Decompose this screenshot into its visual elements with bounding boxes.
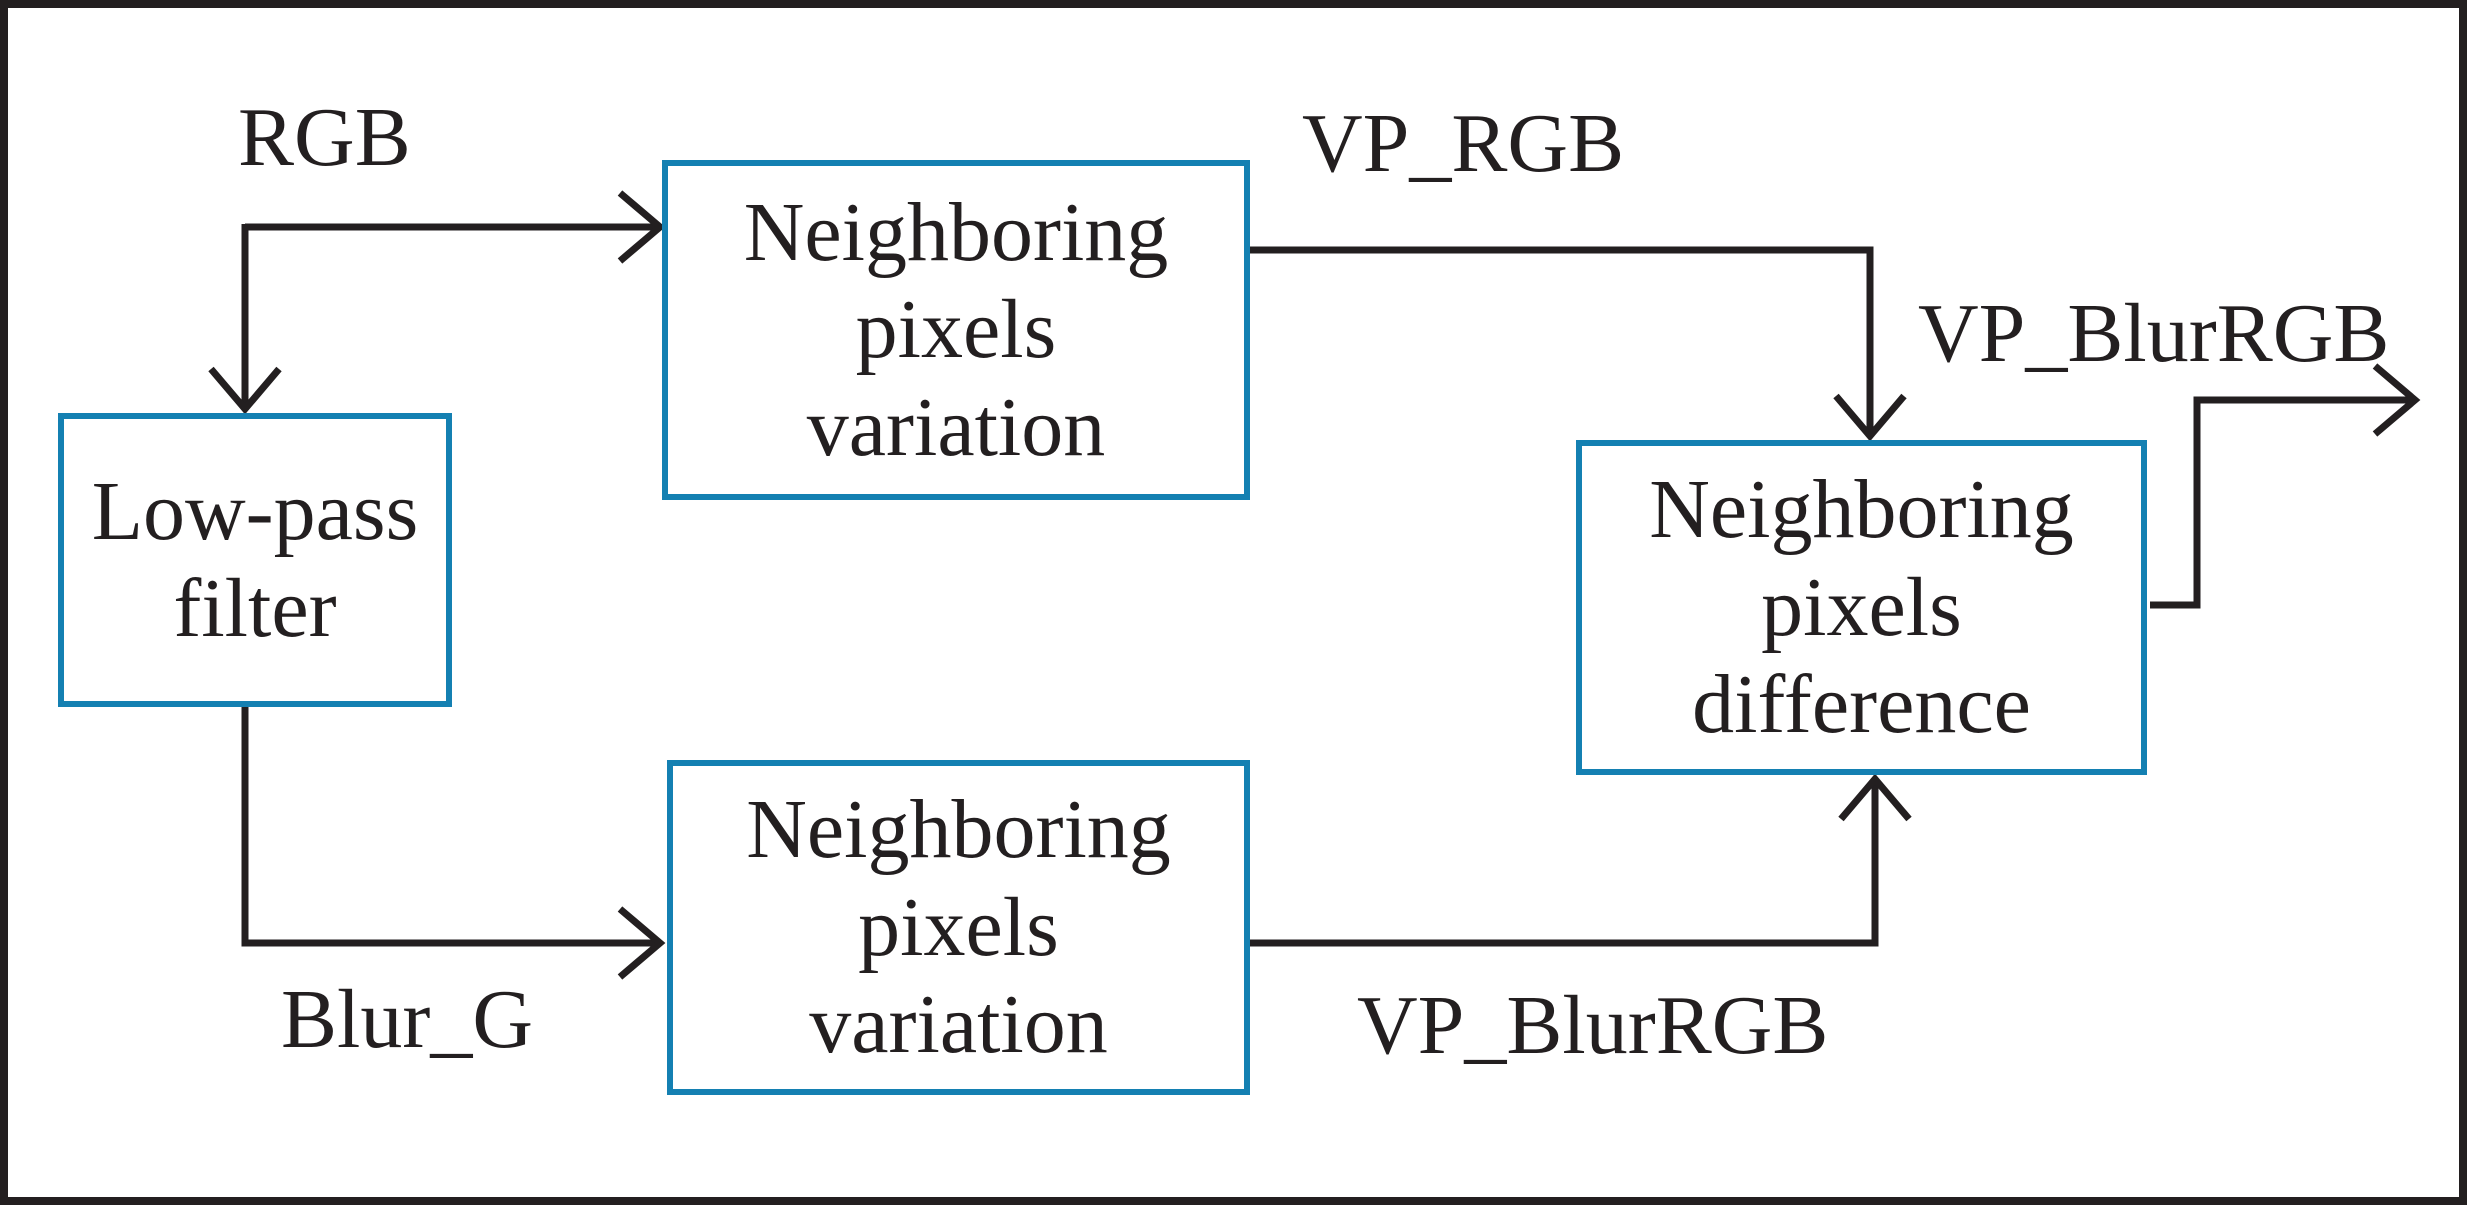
edge-label-vp-blurrgb-output: VP_BlurRGB (1918, 287, 2390, 380)
arrowhead-down-difference-top (1833, 393, 1907, 442)
arrowhead-right-variation-bottom (617, 906, 666, 980)
arrow-variation-top-to-difference (1250, 246, 1874, 432)
arrowhead-up-difference-bottom (1838, 773, 1912, 822)
edge-label-vp-rgb: VP_RGB (1302, 97, 1625, 190)
edge-label-vp-blurrgb-bottom: VP_BlurRGB (1357, 979, 1829, 1072)
node-low-pass-filter: Low-pass filter (58, 413, 452, 707)
node-neighboring-pixels-difference-label: Neighboring pixels difference (1649, 463, 2074, 752)
node-low-pass-filter-label: Low-pass filter (91, 464, 419, 655)
node-neighboring-pixels-variation-top-label: Neighboring pixels variation (743, 185, 1169, 474)
arrow-difference-to-output (2150, 396, 2411, 609)
arrowhead-right-variation-top (617, 190, 666, 264)
arrowhead-right-output (2372, 363, 2421, 437)
arrowhead-down-low-pass (208, 366, 282, 415)
arrow-variation-bottom-to-difference (1250, 783, 1879, 947)
node-neighboring-pixels-variation-bottom: Neighboring pixels variation (667, 760, 1250, 1095)
node-neighboring-pixels-variation-top: Neighboring pixels variation (662, 160, 1250, 500)
edge-label-blur-g: Blur_G (281, 973, 533, 1066)
edge-label-rgb: RGB (238, 91, 411, 184)
node-neighboring-pixels-difference: Neighboring pixels difference (1576, 440, 2147, 775)
node-neighboring-pixels-variation-bottom-label: Neighboring pixels variation (746, 783, 1171, 1072)
arrow-low-pass-to-variation-bottom (241, 707, 656, 947)
